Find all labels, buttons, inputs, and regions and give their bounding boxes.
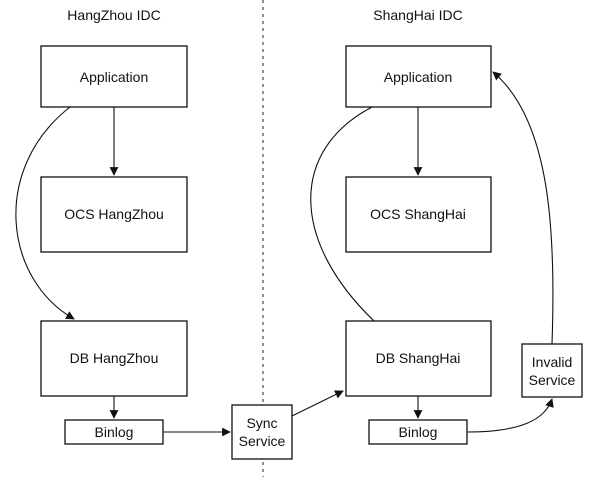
hz-application-node: Application (40, 45, 188, 108)
sync-service-label-line2: Service (239, 433, 286, 449)
sh-db-node: DB ShangHai (345, 320, 492, 397)
hz-ocs-node: OCS HangZhou (40, 176, 188, 253)
sync-service-label-line1: Sync (246, 415, 277, 431)
hz-db-node: DB HangZhou (40, 320, 188, 397)
hz-ocs-label: OCS HangZhou (64, 206, 164, 222)
sh-db-label: DB ShangHai (376, 350, 461, 366)
invalid-to-sh-app-arrow (492, 71, 554, 345)
shanghai-idc-title: ShangHai IDC (373, 7, 463, 23)
sync-to-sh-db-arrow (291, 390, 344, 417)
invalid-service-label-line2: Service (529, 372, 576, 388)
hz-db-label: DB HangZhou (70, 350, 159, 366)
sync-service-node: Sync Service (231, 404, 293, 460)
invalid-service-node: Invalid Service (521, 343, 583, 398)
sh-ocs-node: OCS ShangHai (345, 176, 492, 253)
sh-ocs-label: OCS ShangHai (370, 206, 466, 222)
hz-binlog-node: Binlog (64, 419, 164, 445)
invalid-service-label-line1: Invalid (532, 354, 572, 370)
sh-application-node: Application (345, 45, 492, 108)
hz-app-to-db-arrow (15, 106, 75, 320)
sh-binlog-node: Binlog (368, 419, 468, 445)
hz-binlog-label: Binlog (95, 424, 134, 440)
sh-application-label: Application (384, 69, 453, 85)
hangzhou-idc-title: HangZhou IDC (67, 7, 160, 23)
hz-application-label: Application (80, 69, 149, 85)
sh-binlog-to-invalid-arrow (466, 398, 554, 433)
sh-db-to-app-line (310, 106, 375, 322)
sh-binlog-label: Binlog (399, 424, 438, 440)
